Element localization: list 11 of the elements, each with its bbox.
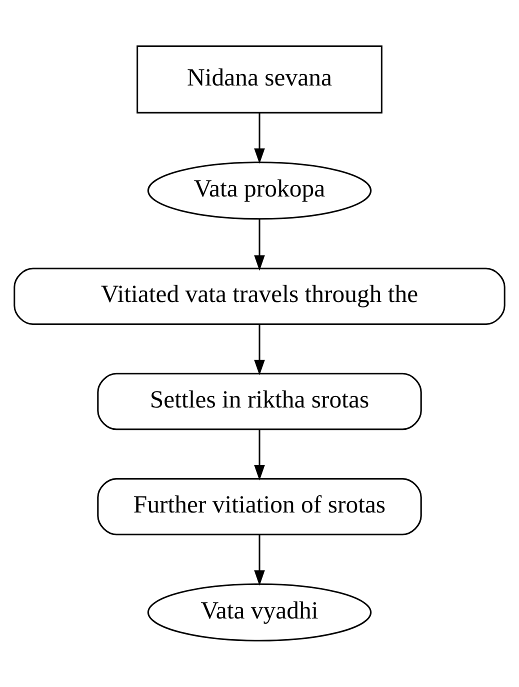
- node-ellipse: Vata prokopa: [147, 162, 372, 220]
- node-box: Settles in riktha srotas: [97, 372, 422, 430]
- arrow: [254, 430, 265, 480]
- arrow: [254, 112, 265, 164]
- arrow: [254, 534, 265, 586]
- node-box: Nidana sevana: [136, 45, 382, 114]
- node-ellipse: Vata vyadhi: [147, 583, 372, 642]
- arrow: [254, 324, 265, 376]
- arrow: [254, 219, 265, 271]
- node-box: Vitiated vata travels through the: [14, 268, 506, 325]
- node-box: Further vitiation of srotas: [97, 478, 422, 536]
